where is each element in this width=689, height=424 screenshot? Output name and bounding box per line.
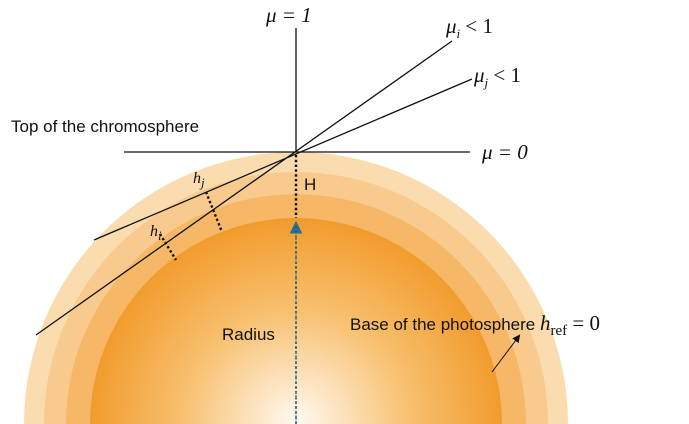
mu-i-label: μi < 1 [445,14,493,41]
height-h-i-dotted [158,233,178,261]
height-h-j-dotted [204,191,224,233]
mu-zero-label: μ = 0 [481,140,528,164]
h-j-label: hj [193,170,205,190]
top-chromosphere-label: Top of the chromosphere [11,117,199,136]
line-of-sight-mu-i [35,40,453,336]
line-of-sight-mu-j [93,78,473,241]
photosphere-pointer-arrow [491,334,521,373]
radius-label: Radius [222,325,275,344]
mu-j-label: μj < 1 [473,63,521,90]
height-h-label: H [304,175,316,194]
mu-one-label: μ = 1 [265,3,312,27]
h-i-label: hi [150,223,162,243]
base-photosphere-label: Base of the photosphere href = 0 [350,311,600,339]
